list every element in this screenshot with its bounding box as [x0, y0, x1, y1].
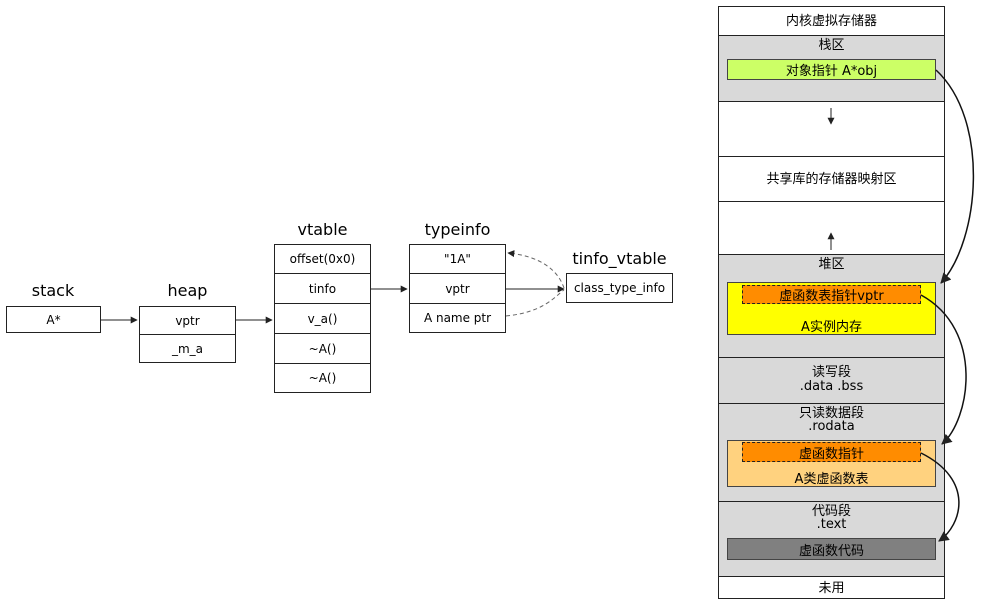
curve-pointer-to-heap — [935, 69, 975, 284]
instance-memory-label: A实例内存 — [801, 320, 862, 335]
heap-cell-vptr: vptr — [139, 306, 236, 335]
typeinfo-cell-name-ptr: A name ptr — [409, 303, 506, 333]
dashed-arrow-to-name — [507, 250, 565, 289]
stack-title: stack — [31, 281, 75, 300]
virtual-function-code-box: 虚函数代码 — [727, 538, 936, 560]
stack-area-label: 栈区 — [818, 38, 845, 53]
tinfo-vtable-cell-class-type-info: class_type_info — [566, 273, 673, 303]
code-segment-sub: .text — [816, 517, 847, 532]
heap-cell-m-a: _m_a — [139, 334, 236, 363]
read-only-label: 只读数据段 — [798, 406, 864, 421]
class-vtable-label: A类虚函数表 — [794, 472, 869, 487]
unused-label: 未用 — [818, 581, 845, 596]
typeinfo-title: typeinfo — [424, 220, 491, 239]
vtable-cell-offset: offset(0x0) — [274, 244, 371, 274]
typeinfo-cell-vptr: vptr — [409, 273, 506, 304]
dashed-arrow-to-tinfo-vtable — [505, 289, 565, 317]
unused-area: 未用 — [718, 576, 945, 599]
vptr-box: 虚函数表指针vptr — [742, 285, 921, 304]
curve-vptr-to-vtable — [920, 294, 967, 445]
vtable-title: vtable — [297, 220, 348, 239]
read-write-sub: .data .bss — [799, 379, 864, 394]
object-pointer-box: 对象指针 A*obj — [727, 59, 936, 80]
virtual-function-pointer-box: 虚函数指针 — [742, 442, 921, 462]
read-write-label: 读写段 — [811, 365, 851, 380]
code-segment-label: 代码段 — [811, 504, 851, 519]
shared-library-label: 共享库的存储器映射区 — [766, 172, 897, 187]
read-only-sub: .rodata — [808, 419, 855, 434]
heap-area-label: 堆区 — [818, 257, 845, 272]
stack-cell-a-pointer: A* — [6, 306, 101, 333]
typeinfo-cell-name: "1A" — [409, 244, 506, 274]
vtable-cell-tinfo: tinfo — [274, 273, 371, 304]
heap-title: heap — [167, 281, 208, 300]
shared-library-area: 共享库的存储器映射区 — [718, 156, 945, 202]
tinfo-vtable-title: tinfo_vtable — [572, 249, 667, 268]
read-write-segment: 读写段 .data .bss — [718, 357, 945, 404]
curve-vfunc-to-code — [920, 452, 960, 542]
vtable-cell-destructor-2: ~A() — [274, 363, 371, 393]
